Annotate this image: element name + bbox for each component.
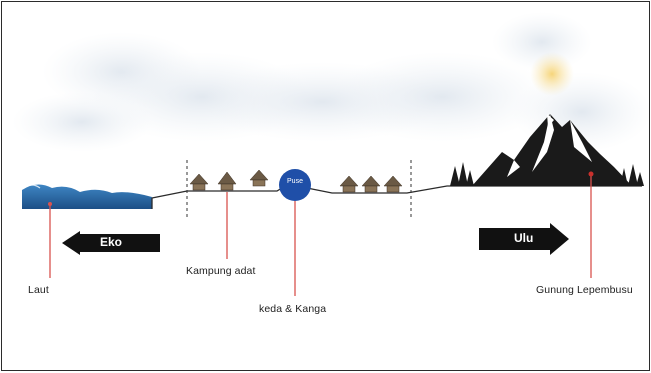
trees-icon [450,162,644,186]
keda-kanga-label: keda & Kanga [259,303,327,315]
laut-marker [48,202,52,206]
ulu-label: Ulu [514,231,534,245]
laut-label: Laut [28,284,49,296]
sea-icon [22,183,152,209]
ulu-arrow [479,223,569,255]
eko-arrow [62,231,160,255]
traditional-houses-left [189,169,269,191]
mountain-icon [472,114,632,186]
puse-node [279,169,311,201]
pointer-lines [49,175,592,296]
traditional-houses-right [339,175,403,193]
kampung-adat-label: Kampung adat [186,265,256,277]
gunung-label: Gunung Lepembusu [536,284,633,296]
gunung-marker [588,171,594,177]
eko-label: Eko [100,235,123,249]
sun-icon [530,52,574,96]
puse-label: Puse [287,178,303,185]
